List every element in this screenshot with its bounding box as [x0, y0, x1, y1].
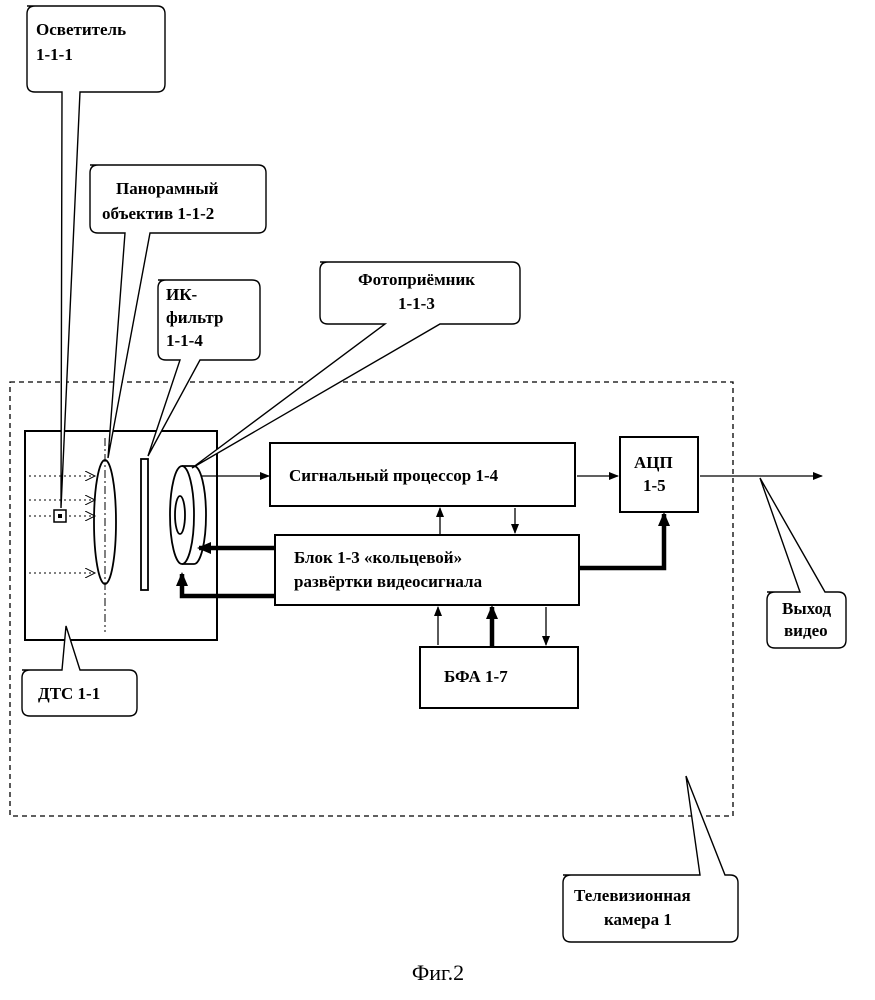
ir-filter-element — [141, 459, 148, 590]
adc-label-1: АЦП — [634, 453, 673, 472]
scan-block-label-2: развёртки видеосигнала — [294, 572, 483, 591]
illuminator-label-2: 1-1-1 — [36, 45, 73, 64]
ir-filter-label-2: фильтр — [166, 308, 223, 327]
output-label-1: Выход — [782, 599, 831, 618]
output-label-2: видео — [784, 621, 828, 640]
photodetector-label-1: Фотоприёмник — [358, 270, 475, 289]
scan-block-label-1: Блок 1-3 «кольцевой» — [294, 548, 462, 567]
bfa-label: БФА 1-7 — [444, 667, 508, 686]
camera-label-2: камера 1 — [604, 910, 672, 929]
scan-to-adc-arrow — [579, 514, 664, 568]
ir-filter-label-3: 1-1-4 — [166, 331, 203, 350]
adc-block — [620, 437, 698, 512]
scan-block — [275, 535, 579, 605]
adc-label-2: 1-5 — [643, 476, 666, 495]
svg-text:БФА 1-7: БФА 1-7 — [444, 667, 508, 686]
lens-label-2: объектив 1-1-2 — [102, 204, 214, 223]
ir-filter-label-1: ИК- — [166, 285, 198, 304]
figure-caption: Фиг.2 — [412, 960, 464, 985]
illuminator-label-1: Осветитель — [36, 20, 126, 39]
lens-label-1: Панорамный — [116, 179, 219, 198]
signal-processor-label: Сигнальный процессор 1-4 — [289, 466, 499, 485]
photodetector-label-2: 1-1-3 — [398, 294, 435, 313]
svg-text:Сигнальный процессор 1-4: Сигнальный процессор 1-4 — [289, 466, 499, 485]
camera-label-1: Телевизионная — [574, 886, 691, 905]
dts-label: ДТС 1-1 — [38, 684, 100, 703]
svg-text:ДТС 1-1: ДТС 1-1 — [38, 684, 100, 703]
